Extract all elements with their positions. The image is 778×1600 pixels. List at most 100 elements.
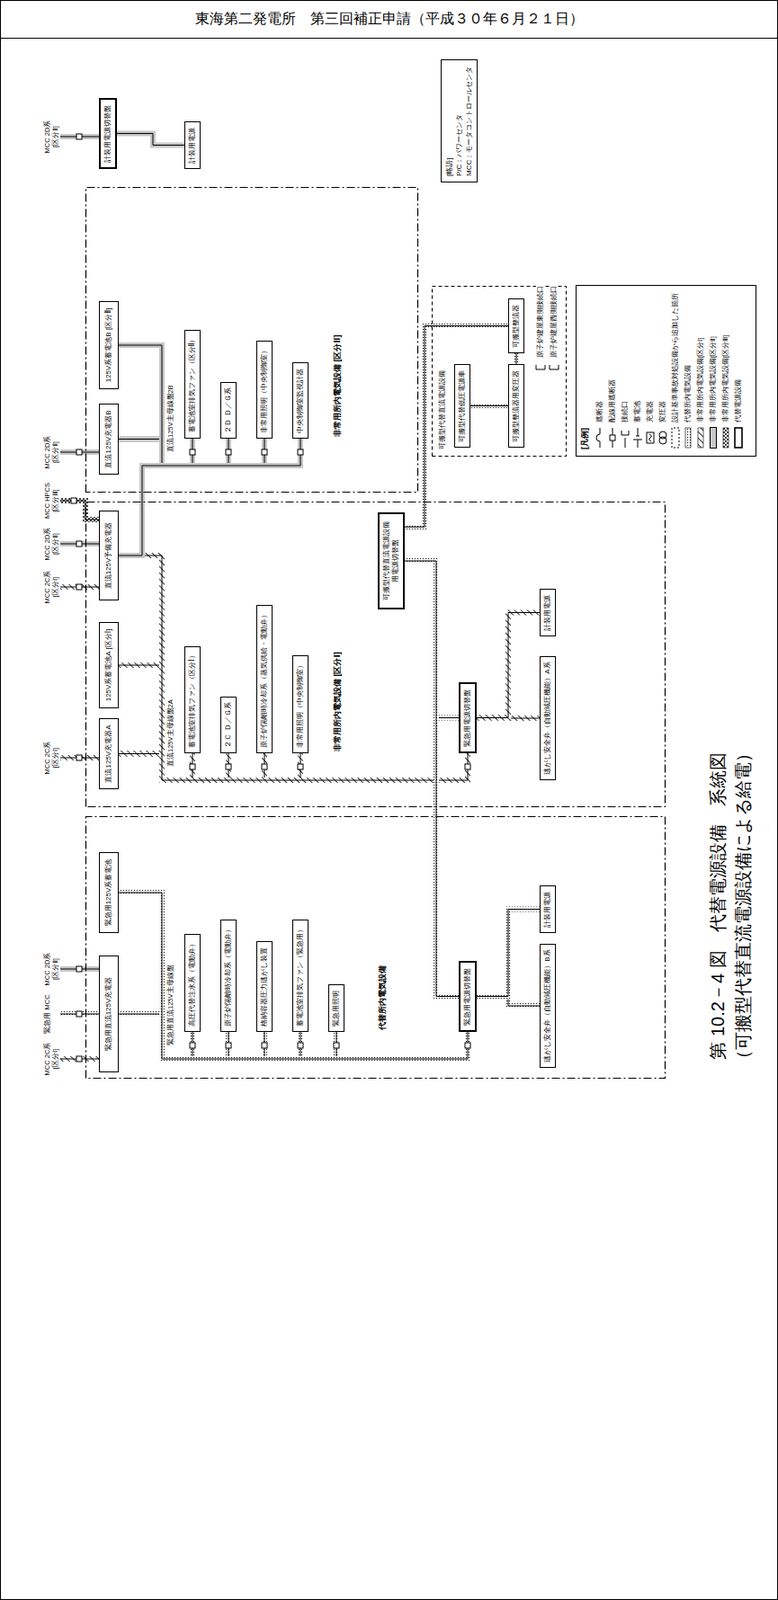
load-box: 緊急用照明: [328, 984, 345, 1033]
mcc-label: MCC 2D系 [区分Ⅱ]: [43, 523, 60, 565]
connector-line: [118, 665, 301, 781]
switch-panel-box: 計装用電源切替盤: [98, 98, 117, 170]
mcc-label: MCC 2C系 [区分Ⅰ]: [43, 737, 60, 779]
box-label: 計装用電源: [543, 892, 553, 929]
connector: [470, 405, 509, 407]
connector-band: [118, 438, 301, 466]
mcc-label: MCC 2D系 [区分Ⅱ]: [43, 116, 60, 158]
legend-text: 非常用所内電気設備[区分Ⅲ]: [721, 335, 731, 423]
load-box: 可搬型整流器: [508, 298, 525, 354]
connector: [118, 665, 229, 781]
connector: [118, 555, 265, 781]
portable-equipment-region: 可搬型代替直流電源設備可搬型代替低圧電源車 可搬型整流器用変圧器 可搬型整流器: [431, 286, 567, 457]
legend-text: 遮断器: [595, 401, 605, 423]
legend-swatch: [645, 426, 655, 450]
connector: [118, 893, 337, 1060]
connector: [118, 438, 301, 556]
connector: [118, 345, 301, 466]
charger-box: 緊急用125V系蓄電池: [98, 852, 119, 934]
legend-row: 蓄電池: [633, 401, 643, 450]
box-label: 緊急用電源切替盤: [463, 968, 473, 1027]
mcc-feed-lines: [60, 136, 99, 1060]
connector-line: [470, 405, 509, 407]
region-heading: 可搬型代替直流電源設備: [437, 368, 448, 452]
legend-row: 非常用所内電気設備[区分Ⅰ]: [696, 338, 706, 450]
connector-line: [118, 438, 229, 556]
connector: [118, 438, 193, 466]
load-box: 原子炉隔離時冷却系（蒸気供給・電動弁）: [256, 605, 273, 754]
connection-port-label: 原子炉建屋東側接続口: [536, 286, 545, 358]
legend-swatch: [595, 426, 605, 450]
region-border: [432, 286, 567, 457]
connector: [118, 438, 193, 556]
connector: [118, 1014, 193, 1060]
connector-line: [118, 438, 193, 556]
load-box: 蓄電池室排気ファン（区分Ⅱ）: [184, 330, 201, 439]
caption-subtitle: （可搬型代替直流電源設備による給電）: [732, 726, 754, 1087]
connector-line: [118, 1014, 193, 1060]
legend-swatch: [683, 426, 693, 450]
legend-swatch: [696, 426, 706, 450]
rotated-diagram: 第 10.2－4 図 代替電源設備 系統図代替所内電気設備緊急用直流125V充電…: [35, 43, 765, 1087]
legend-symbol: [670, 426, 680, 450]
legend-row: 配線用遮断器: [608, 379, 618, 450]
box-label: 非常用照明（中央制御室）: [259, 347, 269, 434]
box-label: 可搬型代替低圧電源車: [457, 370, 467, 443]
connector-band: [118, 893, 193, 1060]
box-label: 高圧代替注水系（電動弁）: [187, 940, 197, 1028]
header-rule: [0, 37, 778, 39]
legend-text: 蓄電池: [633, 401, 643, 423]
charger-box: 125V系蓄電池A [区分Ⅰ]: [98, 622, 119, 709]
connector-band: [118, 893, 229, 1060]
connector: [404, 326, 509, 528]
connector: [118, 753, 301, 781]
legend-symbol: [721, 426, 731, 450]
box-label: 直流125V充電器B: [104, 410, 114, 468]
connector-band: [118, 1014, 193, 1060]
connector: [118, 893, 265, 1060]
box-label: 可搬型整流器: [511, 304, 521, 349]
connector: [476, 910, 540, 998]
mcc-label: 緊急用 MCC: [43, 993, 52, 1036]
box-label: 計装用電源: [187, 127, 197, 164]
legend-symbol: [620, 426, 630, 450]
connection-port-label: 原子炉建屋西側接続口: [549, 286, 558, 358]
mcc-label: MCC 2C系 [区分Ⅰ]: [43, 566, 60, 609]
connector-band: [118, 665, 229, 781]
connector-band: [118, 555, 265, 781]
charger-box: 直流125V充電器A: [98, 718, 119, 790]
legend-heading: [凡例]: [580, 428, 591, 450]
connector: [118, 438, 229, 556]
connector: [404, 561, 459, 998]
box-label: 可搬型整流器用変圧器: [511, 370, 521, 443]
connector-line: [516, 353, 518, 365]
box-label: 蓄電池室排気ファン（緊急用）: [295, 926, 305, 1028]
connector-line: [118, 665, 193, 781]
box-label: 緊急用電源切替盤: [463, 689, 473, 748]
connector-band: [118, 1014, 301, 1060]
connector-band: [116, 134, 185, 146]
load-box: 逃がし安全弁（自動減圧機能）B系: [539, 944, 556, 1069]
legend-row: 接続口: [620, 401, 630, 450]
load-box: 可搬型代替低圧電源車: [454, 364, 471, 448]
load-box: 蓄電池室排気ファン（区分Ⅰ）: [184, 646, 201, 754]
legend-symbol: [683, 426, 693, 450]
box-label: 計装用電源切替盤: [103, 105, 113, 163]
connector-line: [404, 561, 459, 719]
legend-swatch: [733, 426, 743, 450]
connector: [118, 555, 468, 781]
box-label: 125V系蓄電池B [区分Ⅱ]: [104, 308, 114, 384]
box-label: 計装用電源: [543, 595, 553, 632]
legend-text: 充電器: [645, 401, 655, 423]
connector-line: [118, 345, 301, 466]
legend-swatch: [620, 426, 630, 450]
legend-row: 設計基準事故対処設備から追加した箇所: [670, 293, 680, 450]
region-border: [86, 817, 666, 1080]
legend-symbol: [645, 426, 655, 450]
connector-line: [118, 753, 193, 781]
connector: [118, 665, 301, 781]
load-box: 中央制御室監視計器: [292, 362, 309, 439]
legend-swatch: [658, 426, 668, 450]
connector: [118, 893, 301, 1060]
